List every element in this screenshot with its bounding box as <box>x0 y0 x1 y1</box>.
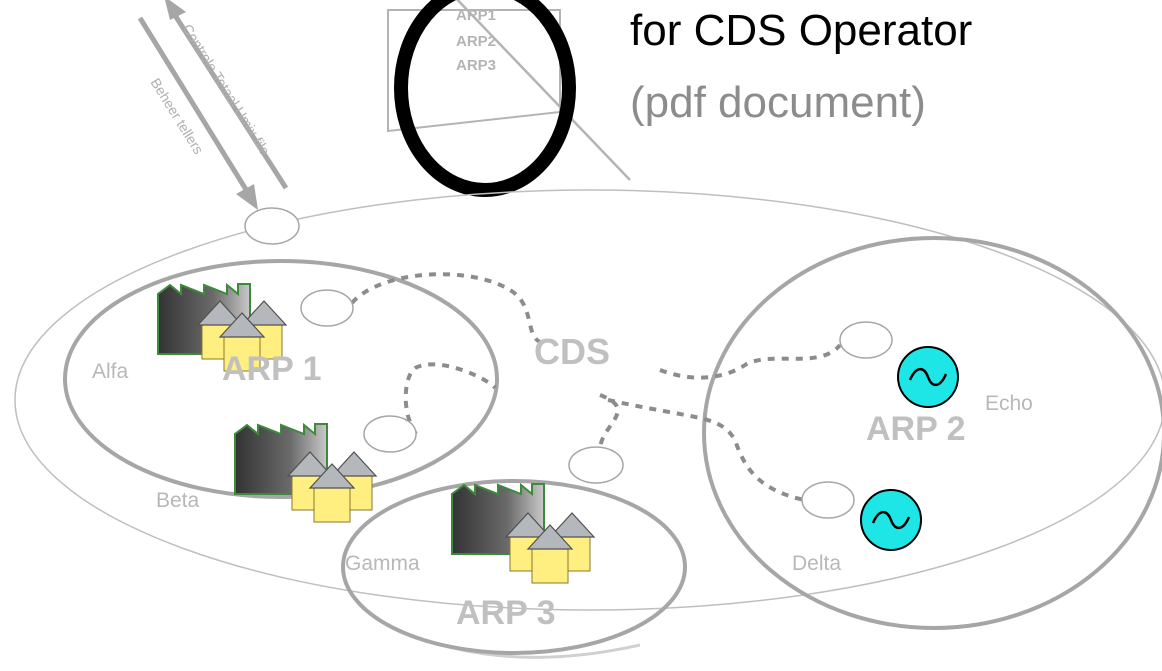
cds-label: CDS <box>534 331 610 372</box>
arp1-ellipse <box>63 259 499 499</box>
title-line-1: for CDS Operator <box>630 6 972 55</box>
title-line-2: (pdf document) <box>630 78 926 127</box>
connection-node <box>244 207 300 245</box>
node <box>839 321 893 359</box>
dashed-connectors <box>350 272 842 502</box>
member-label-beta: Beta <box>156 489 200 512</box>
arp1-label: ARP 1 <box>222 350 322 388</box>
generator-icon <box>897 346 959 408</box>
member-label-alfa: Alfa <box>92 360 129 383</box>
arp3-label: ARP 3 <box>456 594 556 632</box>
document-line: ARP2 <box>456 33 496 50</box>
highlight-ring <box>394 0 576 197</box>
arp2-label: ARP 2 <box>866 410 966 448</box>
node <box>568 446 624 484</box>
houses-icon <box>288 452 376 522</box>
member-label-echo: Echo <box>985 392 1033 415</box>
node <box>801 481 855 519</box>
node <box>300 289 354 327</box>
document-line: ARP1 <box>456 7 496 24</box>
generator-icon <box>860 489 922 551</box>
houses-icon <box>506 513 594 583</box>
document-line: ARP3 <box>456 57 496 74</box>
arrows: Controle Totaal Umix file Beheer tellers <box>137 0 289 210</box>
arp3-ellipse <box>341 479 687 655</box>
arp2-ellipse <box>702 236 1162 630</box>
member-label-gamma: Gamma <box>345 552 420 575</box>
cds-area-ellipse <box>14 189 1162 611</box>
member-label-delta: Delta <box>792 552 841 575</box>
node <box>363 415 417 453</box>
